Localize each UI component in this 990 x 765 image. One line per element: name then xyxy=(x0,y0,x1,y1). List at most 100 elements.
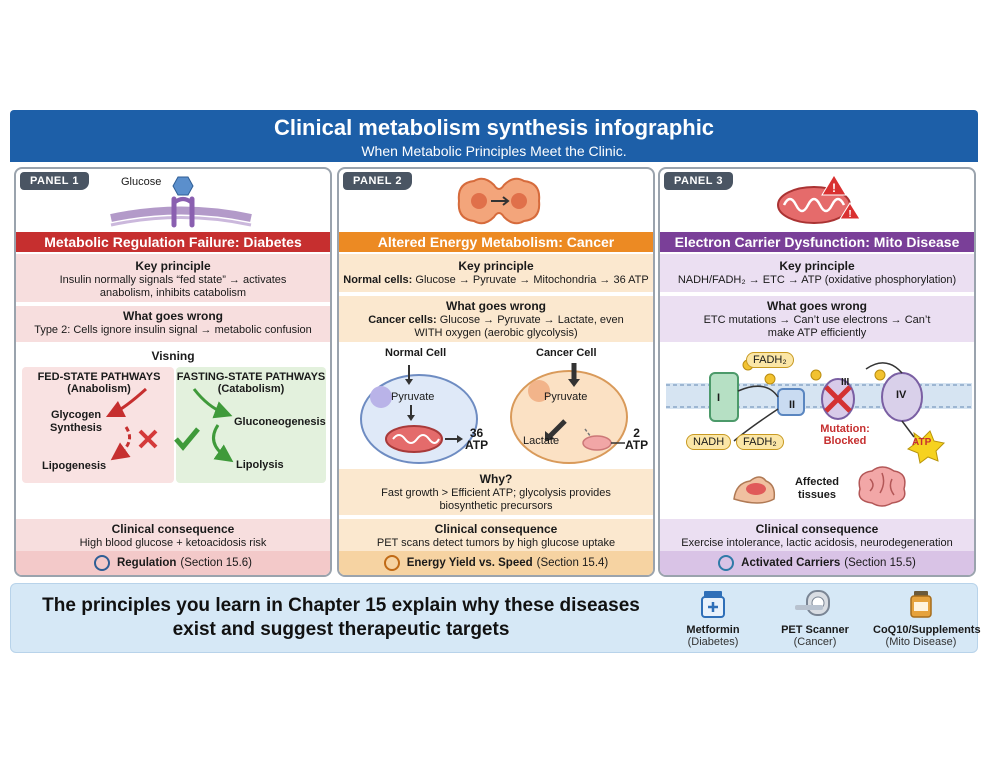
gauge-icon xyxy=(383,555,400,571)
panel-tag: PANEL 3 xyxy=(664,172,733,190)
therapy-coq10: CoQ10/Supplements (Mito Disease) xyxy=(873,589,981,648)
damaged-mitochondrion-icon: ! ! xyxy=(777,174,861,224)
key-principle: Key principle Insulin normally signals “… xyxy=(16,254,330,302)
consequence-text: Exercise intolerance, lactic acidosis, n… xyxy=(681,537,953,549)
gear-icon xyxy=(93,555,110,571)
section-footer: Energy Yield vs. Speed (Section 15.4) xyxy=(339,551,653,575)
key-principle-text: NADH/FADH₂ → ETC → ATP (oxidative phosph… xyxy=(677,274,957,286)
affected-tissues-label: Affected tissues xyxy=(794,476,839,501)
cell-comparison-diagram xyxy=(360,363,628,464)
lactate-label: Lactate xyxy=(523,435,560,447)
pill-bottle-icon xyxy=(701,591,725,618)
fasting-state-box xyxy=(176,367,326,483)
summary-message: The principles you learn in Chapter 15 e… xyxy=(42,595,640,640)
normal-cell-label: Normal Cell xyxy=(385,347,447,359)
key-principle-title: Key principle xyxy=(135,259,211,273)
complex-4-label: IV xyxy=(896,389,907,401)
footer-section: (Section 15.5) xyxy=(844,557,916,569)
footer-section: (Section 15.6) xyxy=(180,557,253,569)
panel-heading: Metabolic Regulation Failure: Diabetes xyxy=(16,232,330,252)
summary-banner: The principles you learn in Chapter 15 e… xyxy=(10,583,981,653)
key-principle-text: Insulin normally signals “fed state” → a… xyxy=(59,274,287,299)
therapy-name: CoQ10/Supplements xyxy=(873,624,981,636)
therapy-target: (Diabetes) xyxy=(687,636,739,648)
carrier-molecule-icon xyxy=(718,555,735,571)
panel-heading: Altered Energy Metabolism: Cancer xyxy=(339,232,653,252)
consequence-text: PET scans detect tumors by high glucose … xyxy=(376,537,616,549)
panel-heading: Electron Carrier Dysfunction: Mito Disea… xyxy=(660,232,974,252)
fadh2-bottom-badge: FADH₂ xyxy=(736,434,784,450)
wrong-text: ETC mutations → Can’t use electrons → Ca… xyxy=(703,314,931,339)
footer-section: (Section 15.4) xyxy=(536,557,609,569)
clinical-consequence: Clinical consequence PET scans detect tu… xyxy=(339,519,653,553)
fed-state-title: FED-STATE PATHWAYS(Anabolism) xyxy=(37,371,161,395)
therapy-target: (Mito Disease) xyxy=(885,636,957,648)
key-principle-title: Key principle xyxy=(458,259,534,273)
lipogenesis-label: Lipogenesis xyxy=(42,460,107,472)
key-principle: Key principle NADH/FADH₂ → ETC → ATP (ox… xyxy=(660,254,974,292)
section-footer: Activated Carriers (Section 15.5) xyxy=(660,551,974,575)
glucose-label: Glucose xyxy=(121,176,162,188)
pathway-arrows-diagram xyxy=(105,387,234,463)
pyruvate-label-normal: Pyruvate xyxy=(391,391,435,403)
wrong-text: Type 2: Cells ignore insulin signal → me… xyxy=(34,324,312,336)
consequence-title: Clinical consequence xyxy=(434,522,558,536)
why-section: Why? Fast growth > Efficient ATP; glycol… xyxy=(339,469,653,515)
why-text: Fast growth > Efficient ATP; glycolysis … xyxy=(381,487,611,512)
clinical-consequence: Clinical consequence High blood glucose … xyxy=(16,519,330,553)
panel-diabetes: PANEL 1 Glucose Metabolic Regulation Fai… xyxy=(14,167,332,577)
what-goes-wrong: What goes wrong ETC mutations → Can’t us… xyxy=(660,296,974,342)
pet-scanner-icon xyxy=(795,590,830,616)
gluconeogenesis-label: Gluconeogenesis xyxy=(234,416,326,428)
key-principle-text: Normal cells: Glucose → Pyruvate → Mitoc… xyxy=(343,274,649,286)
complex-3-label: III xyxy=(841,377,850,388)
visning-title: Visning xyxy=(151,349,195,363)
insulin-receptor-icon xyxy=(110,176,252,228)
therapy-name: PET Scanner xyxy=(781,624,849,636)
why-title: Why? xyxy=(479,472,513,486)
muscle-arm-icon xyxy=(733,476,776,504)
therapy-pet-scanner: PET Scanner (Cancer) xyxy=(767,589,863,648)
wrong-title: What goes wrong xyxy=(767,299,867,313)
consequence-title: Clinical consequence xyxy=(111,522,235,536)
header-banner: Clinical metabolism synthesis infographi… xyxy=(10,110,978,162)
what-goes-wrong: What goes wrong Type 2: Cells ignore ins… xyxy=(16,306,330,342)
section-footer: Regulation (Section 15.6) xyxy=(16,551,330,575)
clinical-consequence: Clinical consequence Exercise intoleranc… xyxy=(660,519,974,553)
pyruvate-label-cancer: Pyruvate xyxy=(544,391,588,403)
page-subtitle: When Metabolic Principles Meet the Clini… xyxy=(361,143,627,159)
nadh-badge: NADH xyxy=(686,434,732,450)
wrong-title: What goes wrong xyxy=(123,309,223,323)
glycogen-synthesis-label: Glycogen Synthesis xyxy=(50,409,102,434)
wrong-text: Cancer cells: Glucose → Pyruvate → Lacta… xyxy=(368,314,624,339)
cancer-cell-label: Cancer Cell xyxy=(536,347,597,359)
panel-tag: PANEL 2 xyxy=(343,172,412,190)
therapy-metformin: Metformin (Diabetes) xyxy=(665,589,761,648)
wrong-title: What goes wrong xyxy=(446,299,546,313)
consequence-title: Clinical consequence xyxy=(755,522,879,536)
page-title: Clinical metabolism synthesis infographi… xyxy=(273,115,715,140)
panel-mito-disease: PANEL 3 ! ! Electron Carrier Dysfunction… xyxy=(658,167,976,577)
therapy-name: Metformin xyxy=(686,624,740,636)
supplement-bottle-icon xyxy=(910,591,932,618)
consequence-text: High blood glucose + ketoacidosis risk xyxy=(79,537,267,549)
complex-1-label: I xyxy=(717,392,721,404)
svg-text:!: ! xyxy=(832,181,836,195)
lipolysis-label: Lipolysis xyxy=(236,459,284,471)
fed-state-box xyxy=(22,367,174,483)
panel-tag: PANEL 1 xyxy=(20,172,89,190)
mutation-blocked-label: Mutation: Blocked xyxy=(820,423,870,447)
footer-topic: Activated Carriers xyxy=(741,557,841,569)
svg-text:!: ! xyxy=(848,209,851,220)
footer-topic: Energy Yield vs. Speed xyxy=(406,557,533,569)
electron-transport-chain-diagram xyxy=(666,359,972,464)
fasting-state-title: FASTING-STATE PATHWAYS(Catabolism) xyxy=(176,371,326,395)
complex-2-label: II xyxy=(789,399,796,411)
what-goes-wrong: What goes wrong Cancer cells: Glucose → … xyxy=(339,296,653,342)
key-principle-title: Key principle xyxy=(779,259,855,273)
dividing-cell-icon xyxy=(457,177,541,225)
fadh2-top-badge: FADH₂ xyxy=(746,352,794,368)
panel-cancer: PANEL 2 Altered Energy Metabolism: Cance… xyxy=(337,167,655,577)
brain-icon xyxy=(858,466,906,507)
